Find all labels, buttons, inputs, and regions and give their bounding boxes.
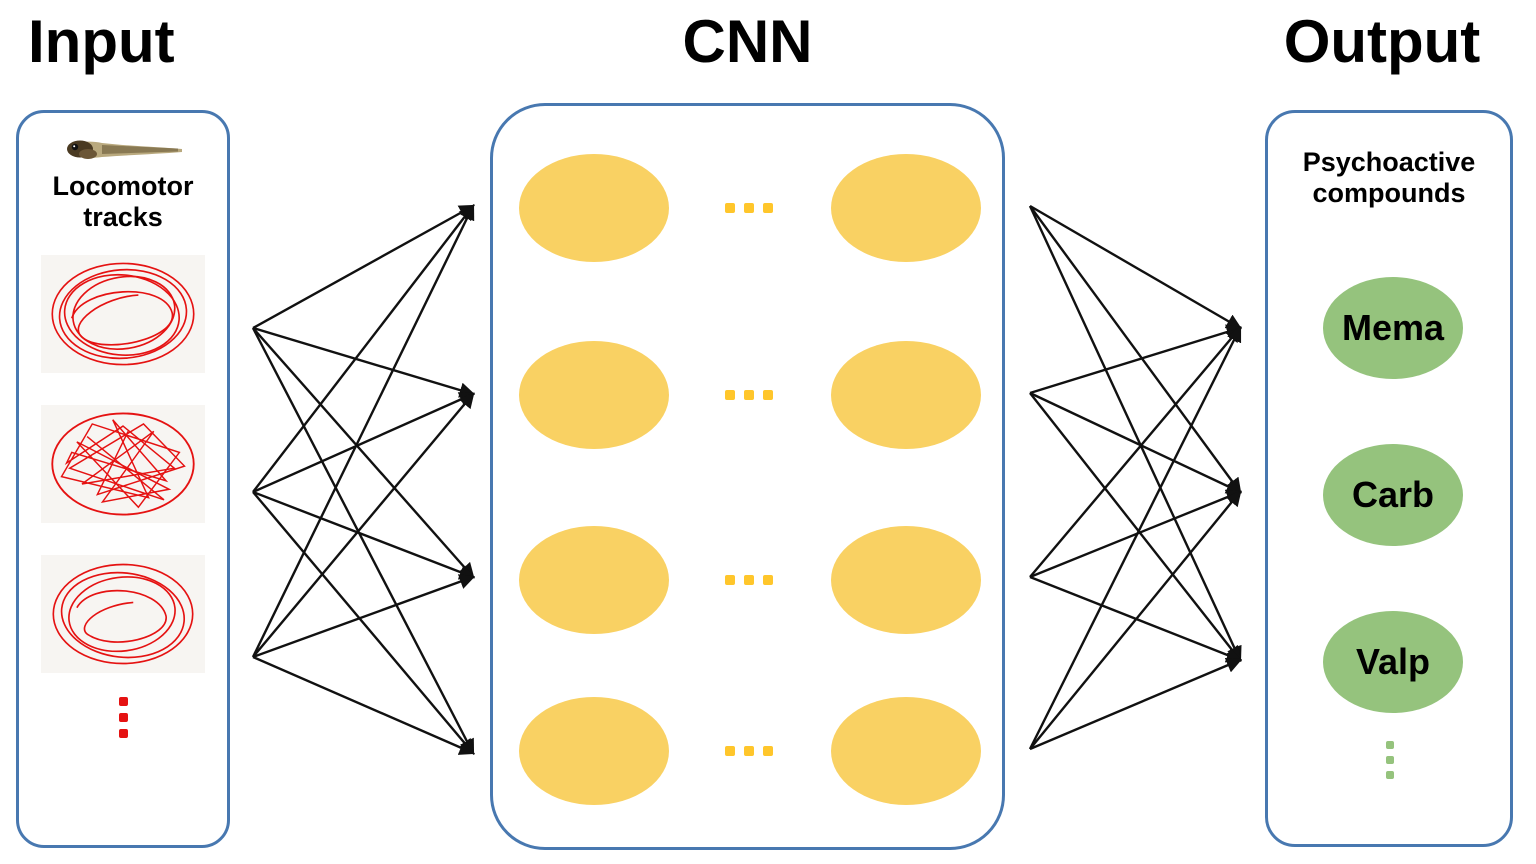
hidden-layer-node xyxy=(519,341,669,449)
locomotor-track-plot-3 xyxy=(41,555,205,674)
cnn-panel xyxy=(490,103,1005,850)
locomotor-track-plot-2 xyxy=(41,405,205,524)
hidden-layer-ellipsis xyxy=(725,746,773,756)
output-node-valp: Valp xyxy=(1323,611,1463,713)
output-node-label: Carb xyxy=(1351,474,1435,515)
zebrafish-larva-icon xyxy=(67,140,182,159)
hidden-layer-node xyxy=(519,697,669,805)
output-title: Output xyxy=(1283,8,1481,75)
hidden-layer-ellipsis xyxy=(725,203,773,213)
output-header: Psychoactive compounds xyxy=(1302,147,1476,209)
cnn-title: CNN xyxy=(682,8,813,75)
output-panel: Psychoactive compounds Mema Carb Valp xyxy=(1265,110,1513,847)
input-title: Input xyxy=(28,8,175,75)
hidden-layer-node xyxy=(831,526,981,634)
input-panel: Locomotor tracks xyxy=(16,110,230,848)
output-node-mema: Mema xyxy=(1323,277,1463,379)
output-node-label: Mema xyxy=(1341,307,1445,348)
more-outputs-ellipsis xyxy=(1386,741,1394,779)
hidden-layer-ellipsis xyxy=(725,575,773,585)
output-node-carb: Carb xyxy=(1323,444,1463,546)
hidden-layer-node xyxy=(831,341,981,449)
locomotor-track-plot-1 xyxy=(41,255,205,374)
hidden-layer-node xyxy=(831,154,981,262)
hidden-layer-ellipsis xyxy=(725,390,773,400)
hidden-layer-node xyxy=(831,697,981,805)
hidden-layer-node xyxy=(519,154,669,262)
output-node-label: Valp xyxy=(1355,641,1431,682)
hidden-layer-node xyxy=(519,526,669,634)
more-tracks-ellipsis xyxy=(118,697,128,739)
locomotor-tracks-label: Locomotor tracks xyxy=(52,171,194,233)
